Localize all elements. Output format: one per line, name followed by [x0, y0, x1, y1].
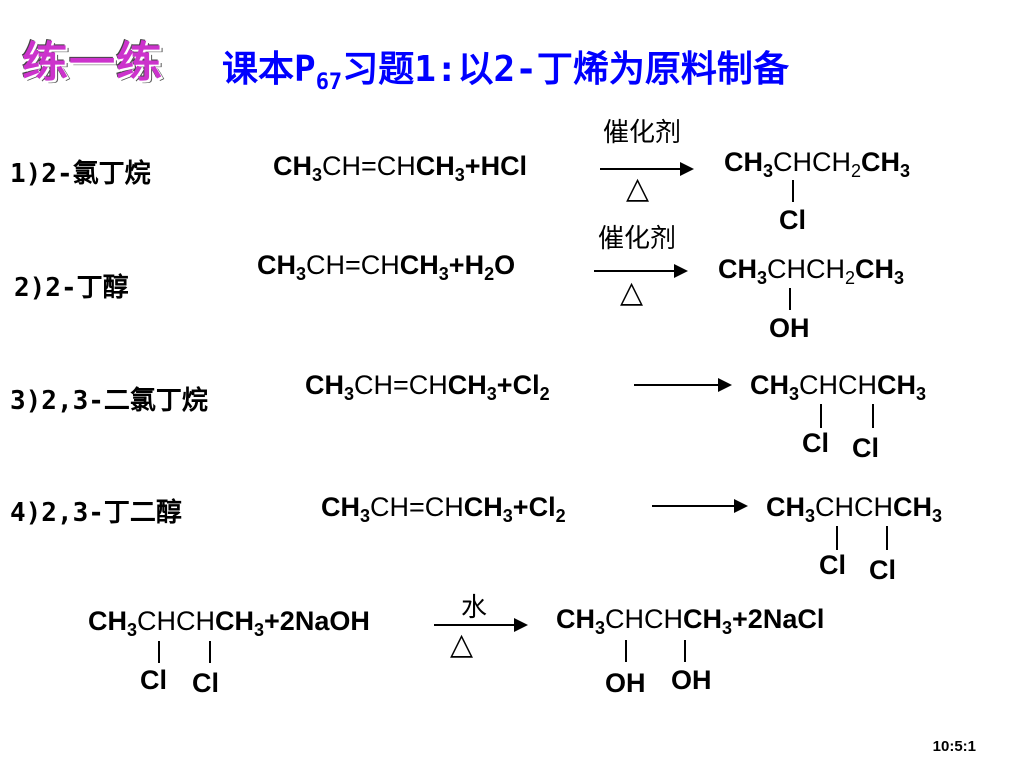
step-5-reactant: CH3CHCHCH3+2NaOH [88, 606, 370, 640]
step-5-oh-2: OH [671, 665, 712, 695]
step-5-oh-1: OH [605, 668, 646, 698]
item-2-catalyst: 催化剂 [598, 224, 677, 254]
item-2-heat: △ [620, 275, 644, 310]
item-3-product: CH3CHCHCH3 [750, 370, 927, 404]
item-4-reactant: CH3CH=CHCH3+Cl2 [321, 492, 566, 526]
item-1-heat: △ [626, 171, 650, 206]
item-3-bond-2 [872, 404, 874, 428]
item-1-bond [792, 180, 794, 202]
step-5-solvent: 水 [461, 593, 488, 623]
item-2-oh: OH [769, 313, 810, 343]
item-4-bond-1 [836, 526, 838, 550]
step-5-cl-2: Cl [192, 668, 219, 698]
step-5-bond-4 [684, 640, 686, 662]
item-2-label: 2)2-丁醇 [14, 273, 129, 303]
item-3-reactant: CH3CH=CHCH3+Cl2 [305, 370, 550, 404]
step-5-heat: △ [450, 627, 474, 662]
item-4-cl-1: Cl [819, 550, 846, 580]
practice-badge: 练一练 [22, 36, 163, 87]
item-1-reactant: CH3CH=CHCH3+HCl [273, 151, 528, 185]
step-5-cl-1: Cl [140, 665, 167, 695]
item-1-arrow [600, 162, 694, 176]
item-4-arrow [652, 499, 748, 513]
page-number: 10:5:1 [932, 738, 976, 755]
item-3-cl-2: Cl [852, 433, 879, 463]
item-3-label: 3)2,3-二氯丁烷 [10, 386, 208, 416]
item-4-product: CH3CHCHCH3 [766, 492, 943, 526]
item-2-reactant: CH3CH=CHCH3+H2O [257, 250, 516, 284]
item-4-label: 4)2,3-丁二醇 [10, 498, 182, 528]
item-4-bond-2 [886, 526, 888, 550]
item-4-cl-2: Cl [869, 555, 896, 585]
step-5-bond-1 [158, 641, 160, 663]
item-1-product: CH3CHCH2CH3 [724, 147, 911, 181]
step-5-arrow [434, 618, 528, 632]
step-5-bond-3 [625, 640, 627, 662]
item-3-cl-1: Cl [802, 428, 829, 458]
page-title: 课本P67习题1:以2-丁烯为原料制备 [222, 49, 789, 95]
item-1-label: 1)2-氯丁烷 [10, 159, 151, 189]
item-2-product: CH3CHCH2CH3 [718, 254, 905, 288]
item-1-catalyst: 催化剂 [603, 118, 682, 148]
item-3-arrow [634, 378, 732, 392]
item-3-bond-1 [820, 404, 822, 428]
item-2-bond [789, 288, 791, 310]
item-2-arrow [594, 264, 688, 278]
step-5-bond-2 [209, 641, 211, 663]
item-1-cl: Cl [779, 205, 806, 235]
step-5-product: CH3CHCHCH3+2NaCl [556, 604, 825, 638]
